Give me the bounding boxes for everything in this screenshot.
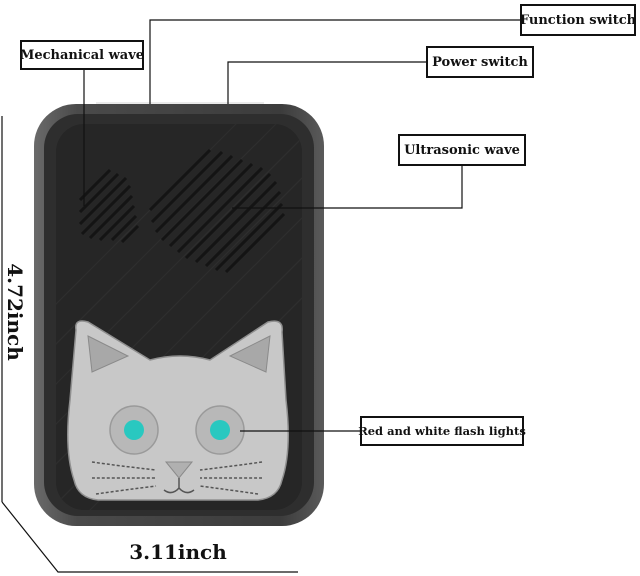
- cat-face: [67, 320, 289, 501]
- leader-lines: [83, 19, 522, 432]
- cat-nose-icon: [164, 461, 194, 479]
- power-switch-label: Power switch: [426, 46, 534, 78]
- right-eye-light-icon: [210, 420, 230, 440]
- power-switch-leader: [227, 61, 428, 104]
- height-dimension-text: 4.72inch: [3, 263, 27, 361]
- left-eye-light-icon: [124, 420, 144, 440]
- function-switch-leader: [149, 19, 522, 104]
- right-ear-icon: [228, 335, 271, 373]
- ultrasonic-wave-grille: [148, 148, 286, 274]
- width-dimension-line: [1, 501, 298, 573]
- mechanical-wave-label: Mechanical wave: [20, 40, 144, 70]
- cat-mouth: [163, 478, 195, 494]
- left-ear-icon: [87, 335, 130, 373]
- cat-head: [67, 320, 289, 501]
- ultrasonic-wave-leader: [232, 164, 463, 209]
- function-switch-label: Function switch: [520, 4, 636, 36]
- right-whiskers: [199, 461, 263, 495]
- mechanical-wave-grille: [78, 168, 140, 244]
- flash-lights-label: Red and white flash lights: [358, 416, 526, 446]
- left-whiskers: [91, 461, 157, 495]
- width-dimension-text: 3.11inch: [129, 540, 227, 564]
- ultrasonic-wave-label: Ultrasonic wave: [398, 134, 526, 166]
- dimension-lines: [1, 116, 298, 573]
